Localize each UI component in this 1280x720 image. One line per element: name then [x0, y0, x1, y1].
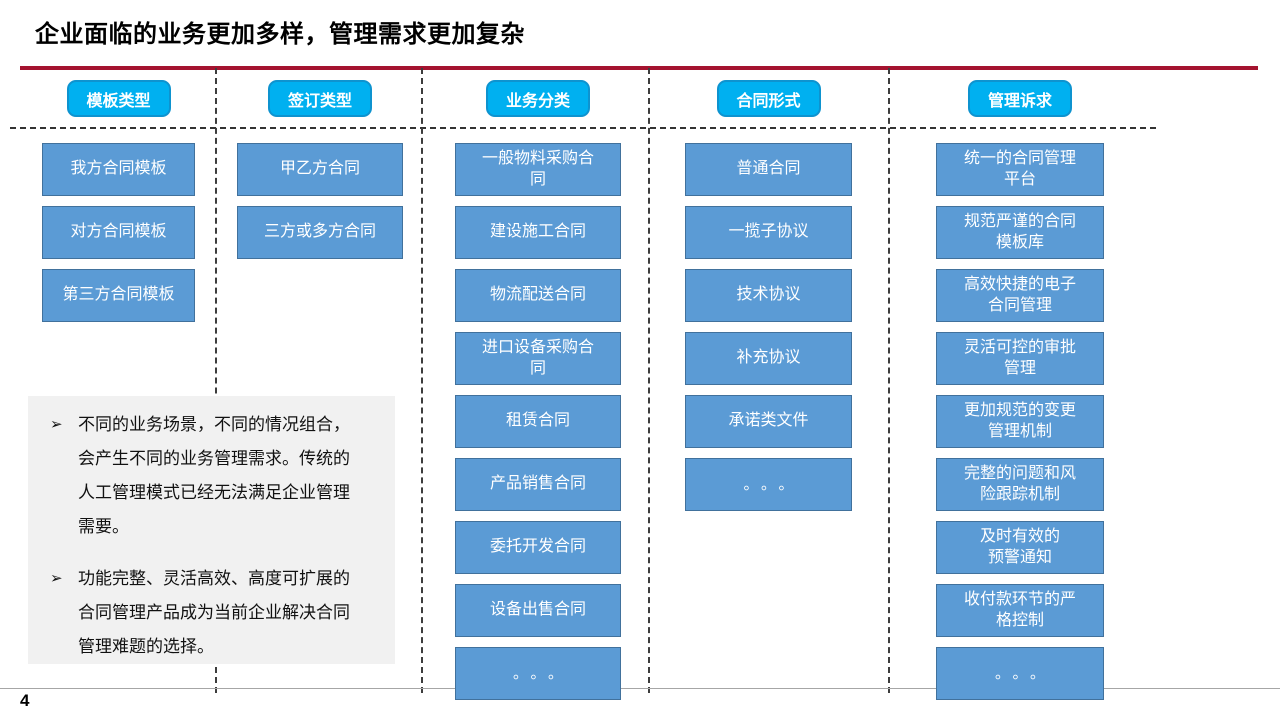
column-divider — [215, 68, 217, 693]
item-box: 完整的问题和风险跟踪机制 — [936, 458, 1104, 511]
note-bullet-text: 不同的业务场景，不同的情况组合，会产生不同的业务管理需求。传统的人工管理模式已经… — [78, 415, 350, 536]
item-box: 一揽子协议 — [685, 206, 852, 259]
header-dashed-divider — [10, 127, 1156, 129]
column-header: 合同形式 — [716, 80, 821, 117]
item-box: 统一的合同管理平台 — [936, 143, 1104, 196]
item-box: 灵活可控的审批管理 — [936, 332, 1104, 385]
item-box: 委托开发合同 — [455, 521, 621, 574]
column-header: 签订类型 — [268, 80, 372, 117]
column-divider — [888, 68, 890, 693]
column-2: 签订类型甲乙方合同三方或多方合同 — [237, 80, 403, 269]
column-header: 模板类型 — [66, 80, 171, 117]
note-bullet: ➢ 不同的业务场景，不同的情况组合，会产生不同的业务管理需求。传统的人工管理模式已… — [40, 408, 360, 544]
item-box: 补充协议 — [685, 332, 852, 385]
item-box: 租赁合同 — [455, 395, 621, 448]
item-box: 进口设备采购合同 — [455, 332, 621, 385]
item-box: 产品销售合同 — [455, 458, 621, 511]
bullet-arrow-icon: ➢ — [50, 570, 63, 587]
column-4: 合同形式普通合同一揽子协议技术协议补充协议承诺类文件。。。 — [685, 80, 852, 521]
item-box: 对方合同模板 — [42, 206, 195, 259]
notes-panel: ➢ 不同的业务场景，不同的情况组合，会产生不同的业务管理需求。传统的人工管理模式已… — [28, 396, 395, 664]
item-box: 技术协议 — [685, 269, 852, 322]
item-box: 设备出售合同 — [455, 584, 621, 637]
column-5: 管理诉求统一的合同管理平台规范严谨的合同模板库高效快捷的电子合同管理灵活可控的审… — [936, 80, 1104, 710]
page-number: 4 — [20, 691, 30, 710]
column-3: 业务分类一般物料采购合同建设施工合同物流配送合同进口设备采购合同租赁合同产品销售… — [455, 80, 621, 710]
note-bullet-text: 功能完整、灵活高效、高度可扩展的合同管理产品成为当前企业解决合同管理难题的选择。 — [78, 569, 350, 656]
item-box: 规范严谨的合同模板库 — [936, 206, 1104, 259]
item-box: 我方合同模板 — [42, 143, 195, 196]
item-box: 普通合同 — [685, 143, 852, 196]
column-header: 业务分类 — [486, 80, 590, 117]
column-divider — [421, 68, 423, 693]
item-box: 一般物料采购合同 — [455, 143, 621, 196]
title-accent-rule — [20, 66, 1258, 70]
item-box: 物流配送合同 — [455, 269, 621, 322]
item-box: 第三方合同模板 — [42, 269, 195, 322]
column-header: 管理诉求 — [968, 80, 1072, 117]
slide-title: 企业面临的业务更加多样，管理需求更加复杂 — [35, 21, 525, 48]
note-bullet: ➢ 功能完整、灵活高效、高度可扩展的合同管理产品成为当前企业解决合同管理难题的选择… — [40, 562, 360, 664]
item-box: 承诺类文件 — [685, 395, 852, 448]
item-box-ellipsis: 。。。 — [685, 458, 852, 511]
item-box: 三方或多方合同 — [237, 206, 403, 259]
footer-rule — [0, 688, 1280, 689]
notes-list: ➢ 不同的业务场景，不同的情况组合，会产生不同的业务管理需求。传统的人工管理模式已… — [40, 408, 381, 664]
bullet-arrow-icon: ➢ — [50, 416, 63, 433]
column-1: 模板类型我方合同模板对方合同模板第三方合同模板 — [42, 80, 195, 332]
item-box: 甲乙方合同 — [237, 143, 403, 196]
item-box: 建设施工合同 — [455, 206, 621, 259]
item-box: 更加规范的变更管理机制 — [936, 395, 1104, 448]
column-divider — [648, 68, 650, 693]
item-box-ellipsis: 。。。 — [455, 647, 621, 700]
item-box: 收付款环节的严格控制 — [936, 584, 1104, 637]
item-box: 及时有效的 预警通知 — [936, 521, 1104, 574]
item-box: 高效快捷的电子合同管理 — [936, 269, 1104, 322]
item-box-ellipsis: 。。。 — [936, 647, 1104, 700]
